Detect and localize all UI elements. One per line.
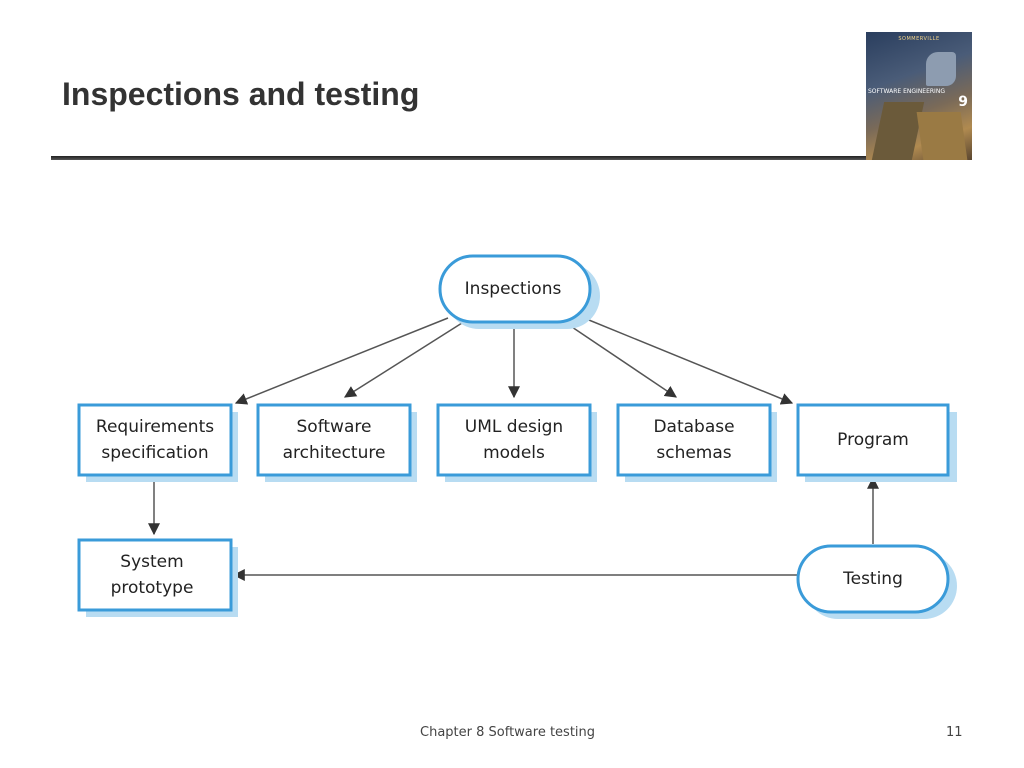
slide-footer: Chapter 8 Software testing [420,725,596,740]
edge-inspections-requirements [234,317,449,405]
node-prototype-line2: prototype [111,578,194,598]
node-requirements-line1: Requirements [96,417,214,437]
node-inspections-label: Inspections [465,279,562,299]
node-inspections: Inspections [438,254,600,329]
cover-building-shape [926,52,956,86]
node-architecture: Software architecture [256,403,417,482]
node-prototype-line1: System [120,552,183,572]
page-number: 11 [946,725,963,740]
node-requirements: Requirements specification [77,403,238,482]
node-architecture-line1: Software [297,417,372,437]
node-architecture-line2: architecture [283,443,386,463]
node-database: Database schemas [616,403,777,482]
diagram-edges [148,317,879,581]
slide-title: Inspections and testing [62,76,420,112]
edge-inspections-database [565,322,677,398]
node-uml-line2: models [483,443,545,463]
node-uml-line1: UML design [465,417,563,437]
node-uml: UML design models [436,403,597,482]
node-program-label: Program [837,430,909,450]
node-prototype: System prototype [77,538,238,617]
title-underline [51,156,869,160]
book-author: SOMMERVILLE [898,36,940,42]
node-program: Program [796,403,957,482]
node-requirements-line2: specification [101,443,208,463]
node-database-line1: Database [653,417,734,437]
edge-inspections-architecture [343,322,463,398]
edge-inspections-program [583,317,794,405]
book-title: SOFTWARE ENGINEERING [868,88,945,95]
node-database-line2: schemas [656,443,731,463]
book-cover-image: SOMMERVILLE SOFTWARE ENGINEERING 9 [866,32,972,160]
book-edition: 9 [958,94,968,110]
node-testing: Testing [796,544,957,619]
node-testing-label: Testing [842,569,903,589]
